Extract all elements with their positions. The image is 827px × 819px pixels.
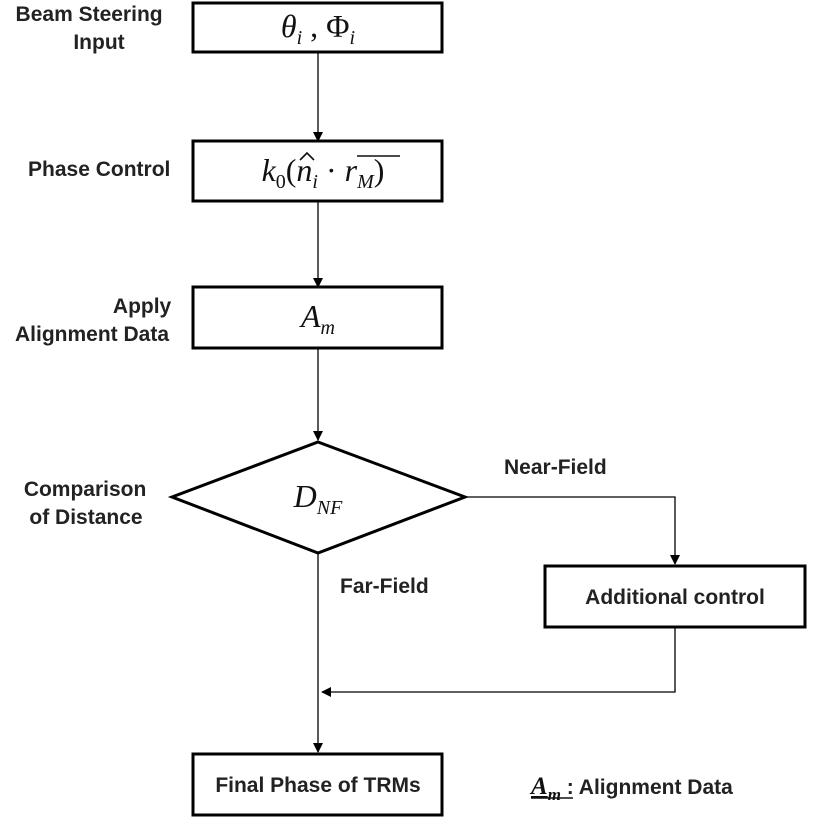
phase-control-math: k0(ni · rM) (262, 152, 385, 193)
additional-control-label: Additional control (585, 586, 765, 609)
n-hat-accent (299, 151, 315, 161)
phase-control-label: Phase Control (28, 158, 170, 181)
final-phase-label: Final Phase of TRMs (215, 774, 420, 797)
decision-math: DNF (293, 478, 343, 519)
beam-steering-label: Beam Steering Input (16, 3, 169, 54)
far-field-label: Far-Field (340, 575, 429, 598)
phase-control-box (191, 139, 444, 203)
input-box-math: θi , Φi (281, 8, 355, 49)
input-box (191, 1, 444, 54)
alignment-box (191, 285, 444, 350)
near-field-label: Near-Field (504, 456, 607, 479)
alignment-box-math: Am (299, 298, 335, 339)
legend: Am : Alignment Data (529, 773, 733, 804)
final-phase-box (191, 752, 444, 817)
additional-control-box (543, 564, 807, 629)
connector-near-field (465, 496, 680, 565)
decision-diamond (167, 440, 470, 555)
comparison-label: Comparison of Distance (24, 478, 152, 529)
connector-additional-return (321, 627, 676, 697)
apply-alignment-label: Apply Alignment Data (15, 295, 177, 346)
